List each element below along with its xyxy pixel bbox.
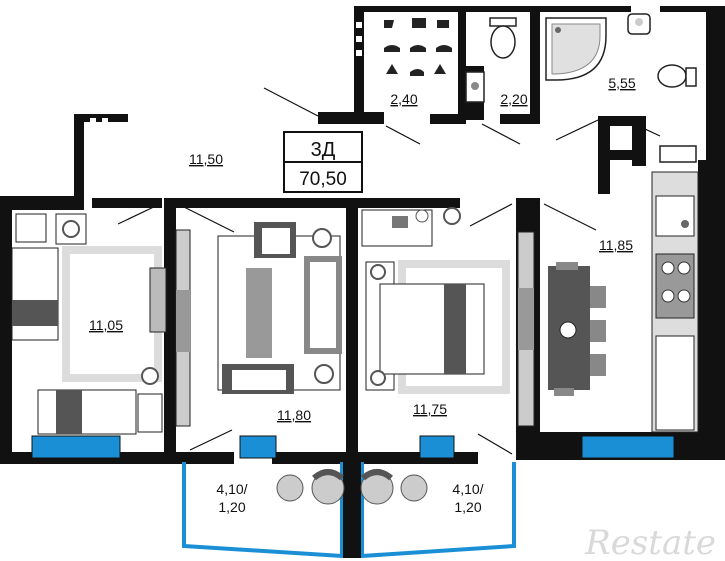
storage-items-icon (384, 18, 452, 76)
sink-icon (627, 13, 651, 35)
balcony-left-area-bottom: 1,20 (218, 499, 245, 515)
balcony-right-area-top: 4,10/ (452, 481, 483, 497)
total-area-label: 70,50 (299, 169, 347, 190)
washing-machine-icon (659, 145, 697, 163)
area-hall: 11,50 (189, 151, 223, 167)
windows (31, 435, 675, 459)
area-bedroom-right: 11,75 (413, 401, 447, 417)
area-bathroom: 5,55 (608, 75, 635, 91)
bedroom-right-furniture (361, 207, 535, 427)
apartment-type-label: 3Д (311, 139, 336, 161)
area-kitchen: 11,85 (599, 237, 633, 253)
wc-icon (657, 64, 697, 88)
balcony-furniture (276, 469, 428, 505)
storage-wall-pattern (90, 22, 620, 146)
balcony-right-area-bottom: 1,20 (454, 499, 481, 515)
room-area-labels: 2,40 2,20 5,55 11,50 11,05 11,80 11,75 1… (89, 75, 636, 515)
walls (0, 6, 725, 556)
area-toilet: 2,20 (500, 91, 527, 107)
kitchen-furniture (548, 171, 699, 433)
area-bedroom-left: 11,05 (89, 317, 123, 333)
area-living: 11,80 (277, 407, 311, 423)
watermark-logo: Restate (584, 523, 716, 561)
balcony-outline (182, 462, 516, 559)
bedroom-left-furniture (11, 213, 167, 435)
balcony-divider (343, 462, 361, 558)
bathtub-icon (545, 17, 607, 81)
door-swings (117, 87, 661, 455)
area-storage: 2,40 (390, 91, 417, 107)
apartment-badge: 3Д 70,50 (283, 131, 363, 193)
toilet-icon (465, 17, 517, 103)
balcony-left-area-top: 4,10/ (216, 481, 247, 497)
living-room-furniture (175, 222, 342, 427)
